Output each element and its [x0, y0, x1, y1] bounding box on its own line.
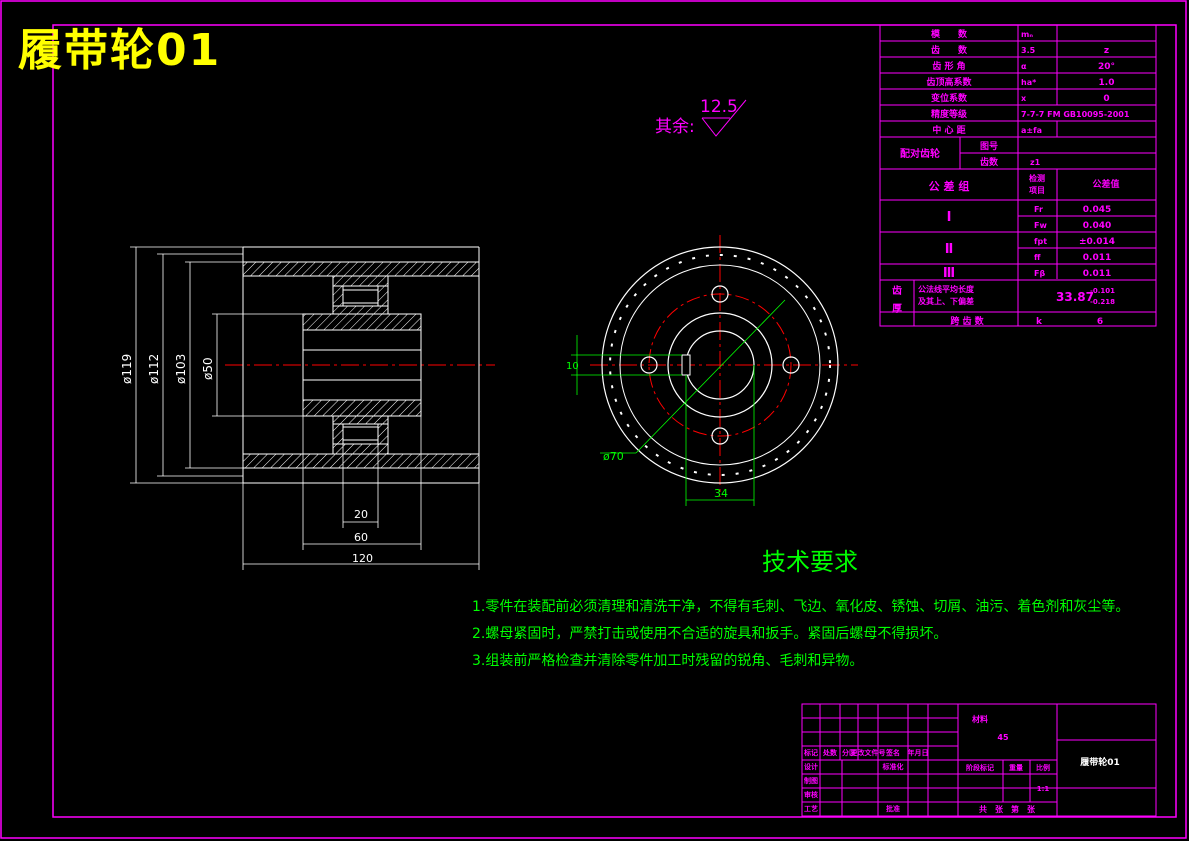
tolerance-value: ±0.014: [1079, 237, 1115, 247]
span-teeth-label: 跨 齿 数: [950, 315, 984, 327]
approve-label: 批准: [886, 804, 900, 813]
check-item-symbol: fpt: [1034, 237, 1047, 246]
span-teeth-symbol: k: [1036, 317, 1043, 327]
weight-label: 重量: [1009, 763, 1023, 772]
gear-param-symbol: x: [1021, 94, 1027, 103]
dim-d112: ø112: [147, 354, 161, 384]
material-value: 45: [997, 733, 1009, 742]
inner-border: [52, 24, 1177, 818]
gear-param-label: 变位系数: [931, 92, 968, 104]
thickness-lower-dev: -0.218: [1090, 298, 1115, 306]
check-item-header-2: 项目: [1029, 186, 1045, 195]
thickness-value: 33.87: [1056, 290, 1094, 304]
gear-param-label: 模 数: [931, 28, 968, 40]
dim-w120: 120: [352, 552, 373, 565]
title-block-header: 更改文件号: [851, 748, 886, 757]
tolerance-value: 0.011: [1083, 269, 1111, 279]
gear-param-label: 齿 形 角: [932, 60, 965, 72]
tolerance-group-header: 公 差 组: [929, 179, 970, 193]
title-block: 标记处数分区更改文件号签名年月日设计 标准化制图审核工艺 批准 材料 45 履带轮01 阶段…: [801, 703, 1157, 817]
designer-label: 设计: [804, 762, 818, 771]
gear-param-symbol: 7-7-7 FM GB10095-2001: [1021, 110, 1130, 119]
tolerance-group-name: Ⅲ: [943, 266, 955, 281]
dim-w20: 20: [354, 508, 368, 521]
mating-teeth-label: 齿数: [980, 156, 999, 168]
gear-param-value: 20°: [1098, 62, 1115, 72]
span-teeth-value: 6: [1097, 317, 1103, 327]
tolerance-group-name: Ⅰ: [947, 210, 952, 225]
gear-param-symbol: ha*: [1021, 78, 1037, 87]
title-block-header: 标记: [803, 748, 818, 757]
check-item-symbol: Fr: [1034, 205, 1043, 214]
gear-param-label: 齿 数: [931, 44, 968, 56]
mating-drawing-no-label: 图号: [980, 141, 998, 152]
thickness-upper-dev: -0.101: [1090, 287, 1115, 295]
standard-label: 标准化: [882, 762, 904, 771]
scale-label: 比例: [1036, 763, 1050, 772]
dim-d103: ø103: [174, 354, 188, 384]
thickness-desc-2: 及其上、下偏差: [918, 296, 974, 306]
tech-requirements-title: 技术要求: [762, 548, 858, 576]
sheets-label: 共 张 第 张: [979, 804, 1036, 814]
title-block-header: 年月日: [908, 748, 929, 757]
tolerance-value: 0.045: [1083, 205, 1111, 215]
process-label: 工艺: [804, 804, 818, 813]
gear-param-symbol: mₙ: [1021, 30, 1033, 39]
end-view: [590, 235, 858, 497]
drawing-title: 履带轮01: [18, 25, 222, 76]
gear-param-label: 中 心 距: [932, 124, 965, 136]
tolerance-value: 0.011: [1083, 253, 1111, 263]
tolerance-value: 0.040: [1083, 221, 1111, 231]
tech-line-3: 3.组装前严格检查并清除零件加工时残留的锐角、毛刺和异物。: [472, 653, 864, 669]
gear-param-label: 精度等级: [931, 108, 968, 120]
end-view-dimensions: [571, 299, 786, 506]
gear-param-symbol: a±fa: [1021, 126, 1042, 135]
gear-param-label: 齿顶高系数: [926, 76, 972, 88]
gear-param-symbol: α: [1021, 62, 1027, 71]
tolerance-group-name: Ⅱ: [945, 242, 954, 257]
title-block-header: 签名: [885, 748, 900, 757]
section-dimensions: [130, 246, 480, 570]
dim-d70: ø70: [603, 450, 624, 463]
check-item-symbol: Fβ: [1034, 269, 1045, 278]
tech-line-1: 1.零件在装配前必须清理和清洗干净，不得有毛刺、飞边、氧化皮、锈蚀、切屑、油污、…: [472, 599, 1130, 615]
dim-w60: 60: [354, 531, 368, 544]
dim-d119: ø119: [120, 354, 134, 384]
gear-param-symbol: 3.5: [1021, 46, 1036, 55]
mating-teeth-symbol: z1: [1030, 158, 1041, 167]
part-name: 履带轮01: [1079, 756, 1120, 768]
dim-d50: ø50: [201, 357, 215, 380]
scale-value: 1:1: [1037, 785, 1050, 793]
drawer-label: 制图: [804, 776, 818, 785]
tech-line-2: 2.螺母紧固时，严禁打击或使用不合适的旋具和扳手。紧固后螺母不得损坏。: [472, 626, 948, 642]
check-item-symbol: ff: [1034, 253, 1041, 262]
checker-label: 审核: [804, 790, 818, 799]
title-block-header: 处数: [822, 748, 838, 757]
roughness-label: 其余:: [655, 117, 695, 137]
check-item-symbol: Fw: [1034, 221, 1047, 230]
gear-param-value: 1.0: [1099, 78, 1115, 88]
check-item-header-1: 检测: [1029, 173, 1045, 183]
gear-param-value: z: [1104, 46, 1109, 56]
mating-gear-label: 配对齿轮: [900, 147, 940, 160]
dim-w34: 34: [714, 487, 728, 500]
thickness-desc-1: 公法线平均长度: [918, 284, 975, 294]
section-view: [225, 246, 495, 484]
material-label: 材料: [972, 714, 988, 724]
stage-label: 阶段标记: [966, 763, 994, 772]
dim-key10: 10: [566, 361, 579, 372]
roughness-symbol: [701, 99, 747, 137]
title-block-header: 分区: [842, 748, 856, 757]
gear-table-content: 模 数 mₙ 齿 数 3.5 z 齿 形 角 α 20° 齿顶高系数 ha* 1.0 变位系数 x 0 精度…: [880, 25, 1156, 327]
gear-param-value: 0: [1103, 94, 1109, 104]
tooth-thickness-label-1: 齿: [892, 284, 902, 297]
roughness-value: 12.5: [700, 97, 738, 117]
tooth-thickness-label-2: 厚: [892, 303, 902, 315]
tolerance-value-header: 公差值: [1092, 178, 1119, 190]
